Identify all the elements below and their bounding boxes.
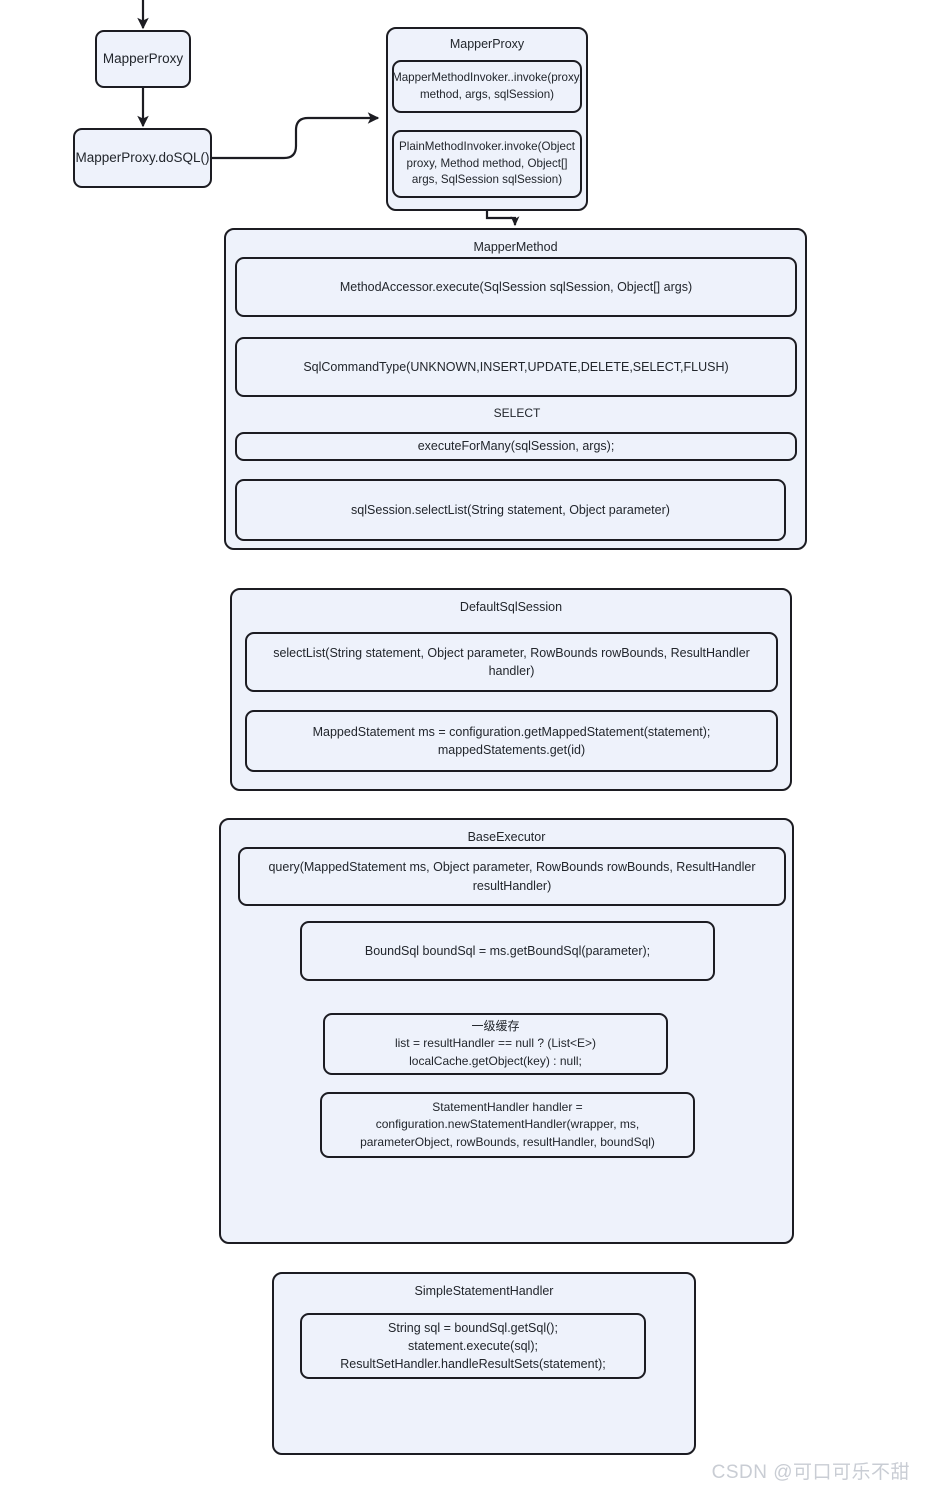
node-mapped-statement[interactable]: MappedStatement ms = configuration.getMa… xyxy=(245,710,778,772)
group-base-executor-title: BaseExecutor xyxy=(467,830,546,844)
node-statement-handler[interactable]: StatementHandler handler = configuration… xyxy=(320,1092,695,1158)
edge-dosql-to-mapperproxy-group xyxy=(212,112,380,160)
node-sqlsession-selectlist[interactable]: sqlSession.selectList(String statement, … xyxy=(235,479,786,541)
edge-mapperproxy-group-to-mappermethod xyxy=(485,211,520,227)
node-query-mapped-statement[interactable]: query(MappedStatement ms, Object paramet… xyxy=(238,847,786,906)
node-plain-method-invoker[interactable]: PlainMethodInvoker.invoke(Object proxy, … xyxy=(392,130,582,198)
node-select-list-full[interactable]: selectList(String statement, Object para… xyxy=(245,632,778,692)
node-sql-command-type[interactable]: SqlCommandType(UNKNOWN,INSERT,UPDATE,DEL… xyxy=(235,337,797,397)
node-method-accessor-execute[interactable]: MethodAccessor.execute(SqlSession sqlSes… xyxy=(235,257,797,317)
node-mapper-proxy-left[interactable]: MapperProxy xyxy=(95,30,191,88)
node-mapper-proxy-dosql[interactable]: MapperProxy.doSQL() xyxy=(73,128,212,188)
group-mapper-proxy-title: MapperProxy xyxy=(449,37,525,51)
node-simple-statement-body[interactable]: String sql = boundSql.getSql(); statemen… xyxy=(300,1313,646,1379)
group-mapper-method-title: MapperMethod xyxy=(473,240,558,254)
csdn-watermark: CSDN @可口可乐不甜 xyxy=(711,1462,910,1483)
node-local-cache[interactable]: 一级缓存 list = resultHandler == null ? (Lis… xyxy=(323,1013,668,1075)
node-execute-for-many[interactable]: executeForMany(sqlSession, args); xyxy=(235,432,797,461)
node-bound-sql[interactable]: BoundSql boundSql = ms.getBoundSql(param… xyxy=(300,921,715,981)
label-select: SELECT xyxy=(493,406,541,420)
node-mapper-method-invoker[interactable]: MapperMethodInvoker..invoke(proxy, metho… xyxy=(392,60,582,113)
group-simple-statement-handler-title: SimpleStatementHandler xyxy=(414,1284,554,1298)
group-default-sqlsession-title: DefaultSqlSession xyxy=(459,600,563,614)
